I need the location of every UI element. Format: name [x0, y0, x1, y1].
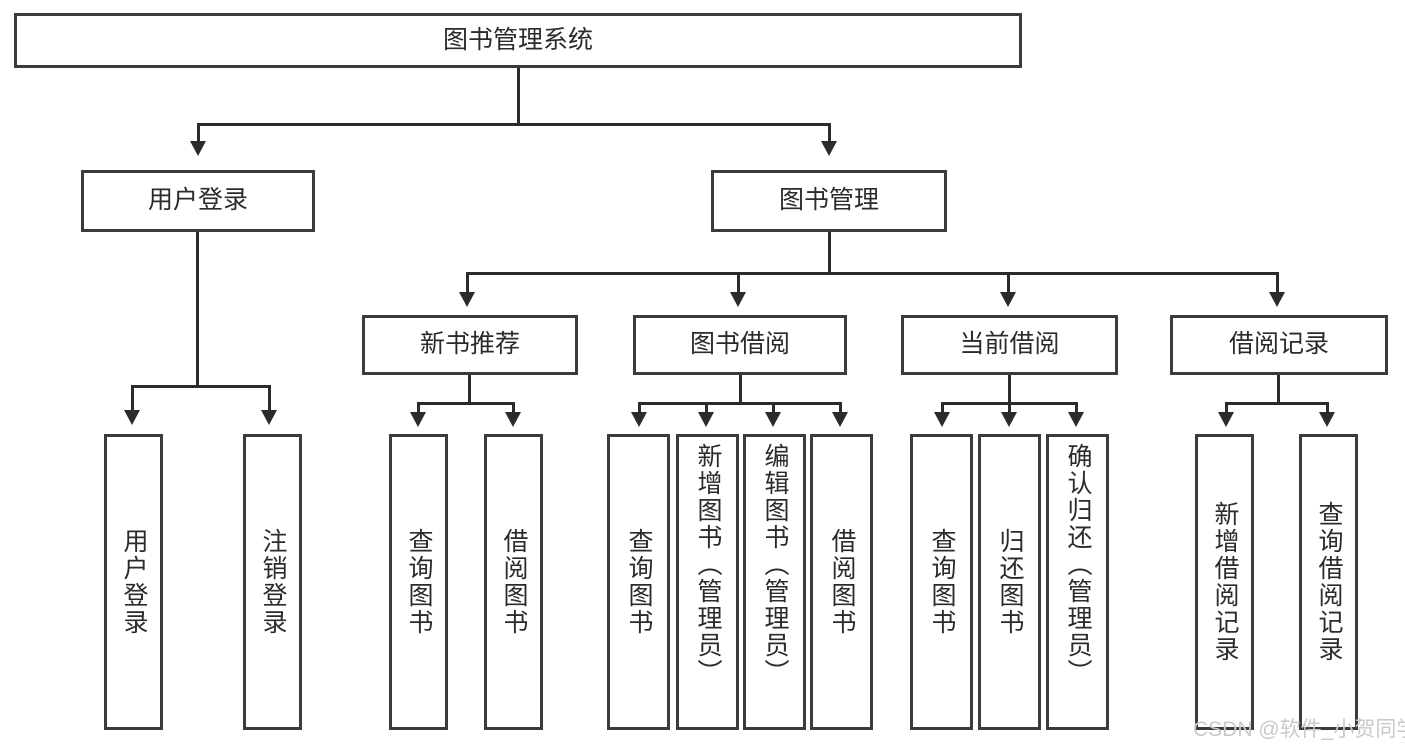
node-label: 注销登录 — [259, 528, 287, 636]
node-label: 图书管理系统 — [442, 25, 593, 54]
edge-borrowrecord-drop-1 — [1225, 402, 1228, 414]
csdn-watermark: CSDN @软件_小贺同学 — [1193, 718, 1405, 741]
node-label: 查询图书 — [405, 528, 433, 636]
leaf-newbook-borrow-book[interactable]: 借阅图书 — [484, 434, 543, 730]
leaf-currentborrow-confirm-return[interactable]: 确认归还（管理员） — [1046, 434, 1109, 730]
leaf-bookborrow-add-book[interactable]: 新增图书（管理员） — [676, 434, 739, 730]
edge-userlogin-stem — [196, 232, 199, 387]
node-label: 用户登录 — [120, 528, 148, 636]
node-label: 查询借阅记录 — [1315, 501, 1343, 663]
edge-bookmanage-bus — [466, 272, 1279, 275]
edge-bookborrow-drop-2 — [705, 402, 708, 414]
edge-root-drop-left — [197, 123, 200, 144]
arrow-to-bookborrow-lend — [832, 412, 848, 427]
node-label: 查询图书 — [928, 528, 956, 636]
node-label: 编辑图书（管理员） — [761, 443, 789, 686]
edge-userlogin-drop-2 — [268, 385, 271, 413]
arrow-to-bookborrow-edit — [765, 412, 781, 427]
node-label: 归还图书 — [996, 528, 1024, 636]
edge-borrowrecord-drop-2 — [1326, 402, 1329, 414]
arrow-to-new-book — [459, 292, 475, 307]
node-label: 新增借阅记录 — [1211, 501, 1239, 663]
edge-currentborrow-stem — [1008, 375, 1011, 404]
leaf-bookborrow-lend-book[interactable]: 借阅图书 — [810, 434, 873, 730]
arrow-to-borrowrecord-query — [1319, 412, 1335, 427]
edge-bookmanage-drop-2 — [737, 272, 740, 294]
arrow-to-book-borrow — [730, 292, 746, 307]
node-label: 借阅图书 — [828, 528, 856, 636]
arrow-to-currentborrow-return — [1001, 412, 1017, 427]
edge-root-bus — [197, 123, 831, 126]
arrow-to-login — [124, 410, 140, 425]
node-borrow-record[interactable]: 借阅记录 — [1170, 315, 1388, 375]
node-label: 新书推荐 — [419, 330, 520, 359]
edge-userlogin-drop-1 — [131, 385, 134, 413]
edge-newbook-drop-2 — [512, 402, 515, 414]
edge-borrowrecord-bus — [1225, 402, 1329, 405]
arrow-to-current-borrow — [1000, 292, 1016, 307]
node-label: 用户登录 — [147, 186, 248, 215]
edge-bookmanage-stem — [828, 232, 831, 274]
node-label: 图书管理 — [778, 186, 879, 215]
edge-newbook-drop-1 — [417, 402, 420, 414]
leaf-user-login[interactable]: 用户登录 — [104, 434, 163, 730]
leaf-newbook-query-book[interactable]: 查询图书 — [389, 434, 448, 730]
leaf-currentborrow-return-book[interactable]: 归还图书 — [978, 434, 1041, 730]
arrow-to-book-manage — [821, 141, 837, 156]
edge-bookmanage-drop-4 — [1276, 272, 1279, 294]
edge-currentborrow-drop-3 — [1075, 402, 1078, 414]
node-label: 借阅图书 — [500, 528, 528, 636]
edge-newbook-bus — [417, 402, 515, 405]
node-label: 当前借阅 — [959, 330, 1060, 359]
arrow-to-user-login — [190, 141, 206, 156]
edge-currentborrow-drop-1 — [941, 402, 944, 414]
node-user-login[interactable]: 用户登录 — [81, 170, 315, 232]
node-label: 借阅记录 — [1228, 330, 1329, 359]
node-label: 查询图书 — [625, 528, 653, 636]
leaf-borrowrecord-add-record[interactable]: 新增借阅记录 — [1195, 434, 1254, 730]
arrow-to-newbook-borrow — [505, 412, 521, 427]
node-current-borrow[interactable]: 当前借阅 — [901, 315, 1118, 375]
leaf-user-logout[interactable]: 注销登录 — [243, 434, 302, 730]
leaf-bookborrow-edit-book[interactable]: 编辑图书（管理员） — [743, 434, 806, 730]
node-label: 图书借阅 — [689, 330, 790, 359]
edge-borrowrecord-stem — [1277, 375, 1280, 404]
edge-root-stem — [517, 68, 520, 125]
arrow-to-bookborrow-query — [631, 412, 647, 427]
arrow-to-borrow-record — [1269, 292, 1285, 307]
edge-bookmanage-drop-3 — [1007, 272, 1010, 294]
edge-bookborrow-bus — [638, 402, 842, 405]
arrow-to-currentborrow-confirm — [1068, 412, 1084, 427]
node-root-system[interactable]: 图书管理系统 — [14, 13, 1022, 68]
edge-root-drop-right — [828, 123, 831, 144]
edge-currentborrow-drop-2 — [1008, 402, 1011, 414]
edge-newbook-stem — [468, 375, 471, 404]
node-label: 确认归还（管理员） — [1064, 443, 1092, 686]
leaf-bookborrow-query-book[interactable]: 查询图书 — [607, 434, 670, 730]
node-book-borrow[interactable]: 图书借阅 — [633, 315, 847, 375]
arrow-to-newbook-query — [410, 412, 426, 427]
edge-bookborrow-drop-3 — [772, 402, 775, 414]
leaf-currentborrow-query-book[interactable]: 查询图书 — [910, 434, 973, 730]
arrow-to-bookborrow-add — [698, 412, 714, 427]
edge-userlogin-bus — [131, 385, 271, 388]
edge-bookmanage-drop-1 — [466, 272, 469, 294]
edge-bookborrow-drop-4 — [839, 402, 842, 414]
edge-bookborrow-stem — [739, 375, 742, 404]
edge-bookborrow-drop-1 — [638, 402, 641, 414]
arrow-to-currentborrow-query — [934, 412, 950, 427]
leaf-borrowrecord-query-record[interactable]: 查询借阅记录 — [1299, 434, 1358, 730]
node-new-book-recommend[interactable]: 新书推荐 — [362, 315, 578, 375]
arrow-to-logout — [261, 410, 277, 425]
node-label: 新增图书（管理员） — [694, 443, 722, 686]
node-book-manage[interactable]: 图书管理 — [711, 170, 947, 232]
arrow-to-borrowrecord-add — [1218, 412, 1234, 427]
